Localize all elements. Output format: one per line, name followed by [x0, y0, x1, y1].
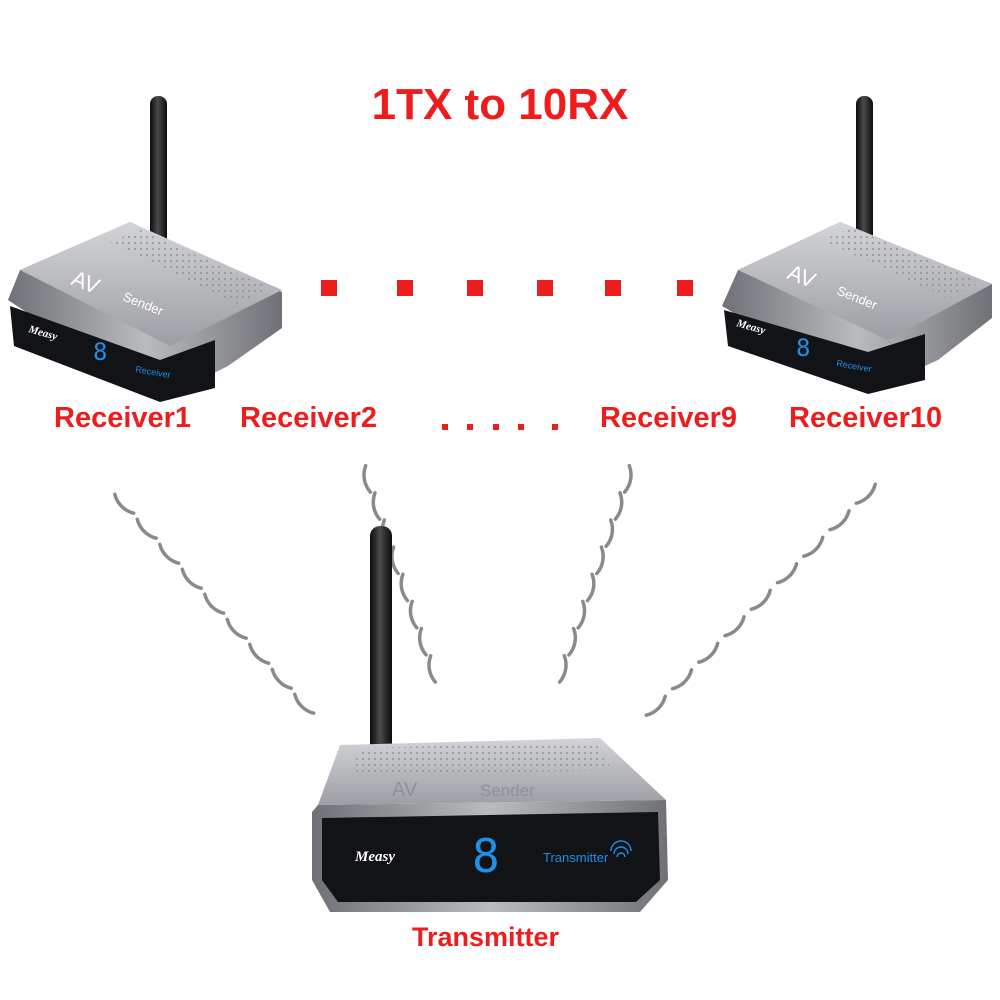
- signal-arc: [371, 491, 382, 521]
- signal-arc: [567, 626, 578, 657]
- receiver-label-10: Receiver10: [789, 402, 943, 434]
- receiver-label-2: Receiver2: [240, 402, 378, 434]
- receiver10-front-face: [724, 310, 925, 394]
- signal-arc: [595, 545, 605, 576]
- ellipsis-dot: [493, 424, 499, 430]
- receiver10-body-top: [738, 222, 992, 340]
- signal-arc: [604, 518, 615, 549]
- transmitter-channel-display: 8: [472, 829, 500, 883]
- signal-arc: [749, 588, 772, 611]
- receiver10-channel-display: 8: [796, 334, 810, 362]
- signal-arc: [557, 653, 568, 684]
- receiver-label-1: Receiver1: [54, 402, 192, 434]
- connector-dot: [467, 280, 483, 296]
- transmitter-device: AV Sender Measy 8 Transmitter: [312, 526, 668, 912]
- signal-arc: [854, 482, 877, 505]
- signal-arc: [427, 653, 438, 684]
- signal-arc: [408, 599, 419, 630]
- receiver-label-9: Receiver9: [600, 402, 738, 434]
- signal-arc: [828, 509, 851, 532]
- signal-waves: [113, 463, 877, 717]
- ellipsis-dot: [518, 424, 524, 430]
- signal-arc: [775, 562, 799, 585]
- signal-arc: [622, 463, 633, 494]
- signal-arc: [158, 542, 181, 565]
- transmitter-model-text: AV: [392, 779, 418, 801]
- signal-arc: [802, 535, 825, 558]
- connector-dot: [677, 280, 693, 296]
- transmitter-sender-text: Sender: [480, 781, 535, 800]
- receiver1-front-face: [10, 306, 215, 402]
- connector-dot: [321, 280, 337, 296]
- transmitter-brand-logo: Measy: [354, 849, 395, 865]
- signal-arc: [248, 642, 271, 665]
- signal-arc: [203, 592, 226, 615]
- transmitter-label: Transmitter: [412, 922, 560, 952]
- signal-arc: [135, 517, 158, 540]
- signal-arc: [362, 463, 373, 494]
- receiver10-antenna: [856, 96, 873, 246]
- signal-arc: [670, 668, 694, 691]
- signal-arc: [180, 567, 203, 590]
- receiver10-grille: [822, 228, 980, 298]
- signal-arc: [293, 692, 316, 715]
- signal-arc: [225, 617, 248, 640]
- signal-arc: [417, 626, 428, 657]
- receiver10-device: AV Sender Measy 8 Receiver: [722, 96, 992, 394]
- ellipsis-dot: [467, 424, 473, 430]
- signal-arc: [613, 491, 624, 521]
- receiver1-channel-display: 8: [93, 338, 107, 366]
- signal-arc: [644, 694, 667, 717]
- signal-arc: [399, 572, 410, 603]
- signal-arc: [697, 641, 720, 664]
- connector-dot: [605, 280, 621, 296]
- ellipsis-dot: [552, 424, 558, 430]
- signal-arc: [576, 599, 587, 630]
- transmitter-front-face: [322, 812, 660, 902]
- connector-dot: [397, 280, 413, 296]
- transmitter-antenna: [370, 526, 392, 758]
- ellipsis-dot: [442, 424, 448, 430]
- receiver1-antenna: [150, 96, 167, 246]
- receiver1-body-top: [20, 222, 282, 346]
- diagram-title: 1TX to 10RX: [371, 80, 629, 129]
- transmitter-grille: [350, 742, 612, 776]
- receiver1-device: AV Sender Measy 8 Receiver: [8, 96, 282, 402]
- signal-arc: [270, 667, 293, 690]
- signal-arc: [113, 492, 136, 515]
- receiver1-grille: [110, 230, 270, 304]
- connector-dot: [537, 280, 553, 296]
- transmitter-wifi-icon: [610, 840, 632, 858]
- signal-arc: [585, 572, 596, 603]
- signal-arc: [390, 545, 400, 576]
- signal-arc: [723, 615, 746, 638]
- transmitter-panel-text: Transmitter: [543, 850, 609, 865]
